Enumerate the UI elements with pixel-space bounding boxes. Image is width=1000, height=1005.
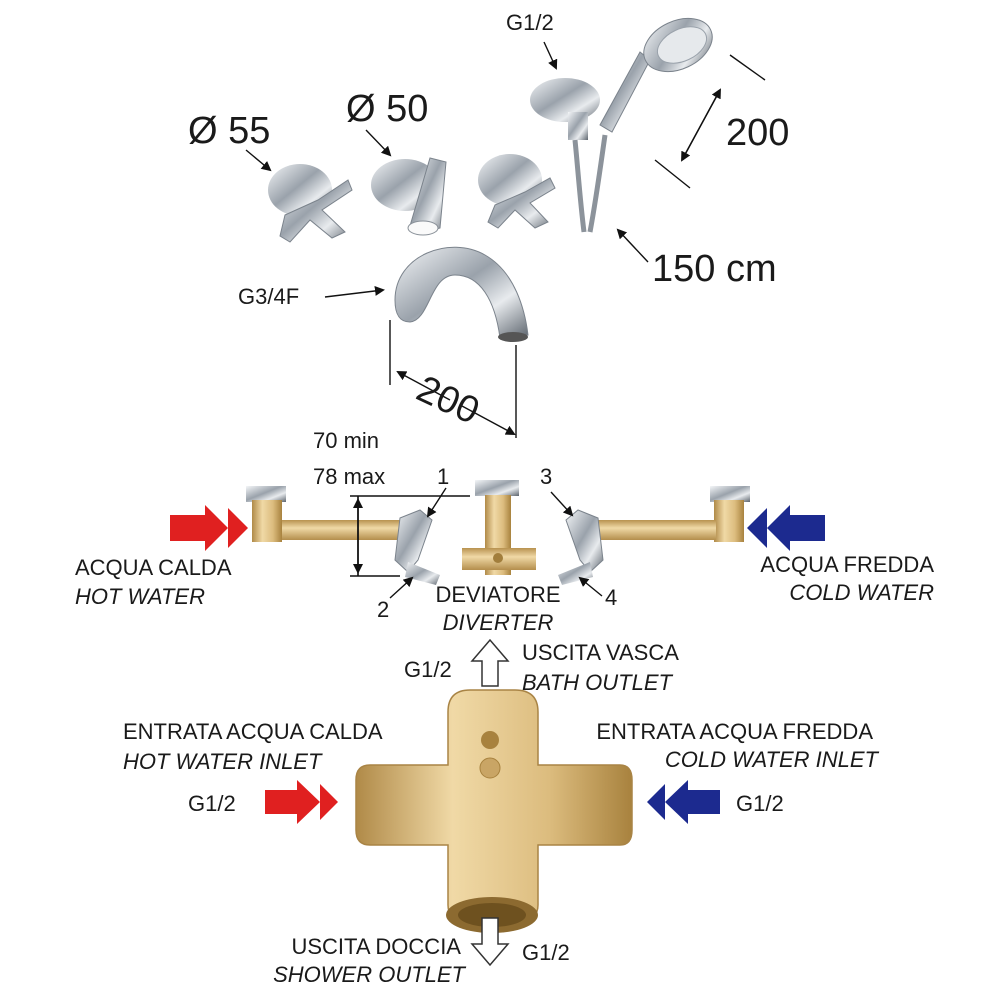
cold-inlet-label-en: COLD WATER INLET <box>664 747 878 772</box>
bath-outlet-label-en: BATH OUTLET <box>522 670 672 695</box>
hot-water-arrow <box>170 505 248 551</box>
callout-4: 4 <box>605 585 618 610</box>
cold-valve-section <box>558 486 750 585</box>
hot-water-label-en: HOT WATER <box>75 584 205 609</box>
cold-water-arrow <box>747 505 825 551</box>
hot-inlet-label-en: HOT WATER INLET <box>123 749 322 774</box>
hot-valve-section <box>246 486 440 585</box>
diameter-50-label: Ø 50 <box>346 88 429 130</box>
bath-outlet-thread-label: G1/2 <box>404 657 452 682</box>
cold-inlet-label-it: ENTRATA ACQUA FREDDA <box>596 719 873 744</box>
shower-set <box>530 17 713 233</box>
shower-thread-label: G1/2 <box>506 10 554 35</box>
top-dimension-lines <box>245 41 766 438</box>
hot-water-label-it: ACQUA CALDA <box>75 555 232 580</box>
diameter-55-label: Ø 55 <box>188 110 271 152</box>
cold-inlet-thread-label: G1/2 <box>736 791 784 816</box>
hose-length-label: 150 cm <box>652 248 777 290</box>
shower-outlet-arrow <box>470 917 510 967</box>
hot-inlet-thread-label: G1/2 <box>188 791 236 816</box>
right-cross-handle <box>478 154 556 229</box>
shower-outlet-label-en: SHOWER OUTLET <box>273 962 465 987</box>
middle-lever-handle <box>371 157 447 236</box>
shower-outlet-label-it: USCITA DOCCIA <box>291 934 461 959</box>
cold-inlet-arrow <box>647 780 720 824</box>
diverter-label-en: DIVERTER <box>442 610 554 635</box>
callout-3: 3 <box>540 464 553 489</box>
spout-thread-label: G3/4F <box>238 284 300 309</box>
depth-max-label: 78 max <box>313 464 386 489</box>
brass-body <box>355 689 633 933</box>
callout-2: 2 <box>377 597 390 622</box>
diverter-section <box>462 480 536 575</box>
left-cross-handle <box>268 164 353 243</box>
bath-outlet-label-it: USCITA VASCA <box>522 640 679 665</box>
callout-1: 1 <box>437 464 450 489</box>
cold-water-label-it: ACQUA FREDDA <box>760 552 934 577</box>
middle-dimension-lines <box>350 487 603 599</box>
bath-spout <box>394 246 529 342</box>
hot-inlet-label-it: ENTRATA ACQUA CALDA <box>123 719 383 744</box>
shower-outlet-thread-label: G1/2 <box>522 940 570 965</box>
diverter-label-it: DEVIATORE <box>435 582 561 607</box>
depth-min-label: 70 min <box>313 428 380 453</box>
hot-inlet-arrow <box>265 780 338 824</box>
shower-length-label: 200 <box>726 112 790 154</box>
bath-outlet-arrow <box>470 638 510 687</box>
cold-water-label-en: COLD WATER <box>789 580 934 605</box>
